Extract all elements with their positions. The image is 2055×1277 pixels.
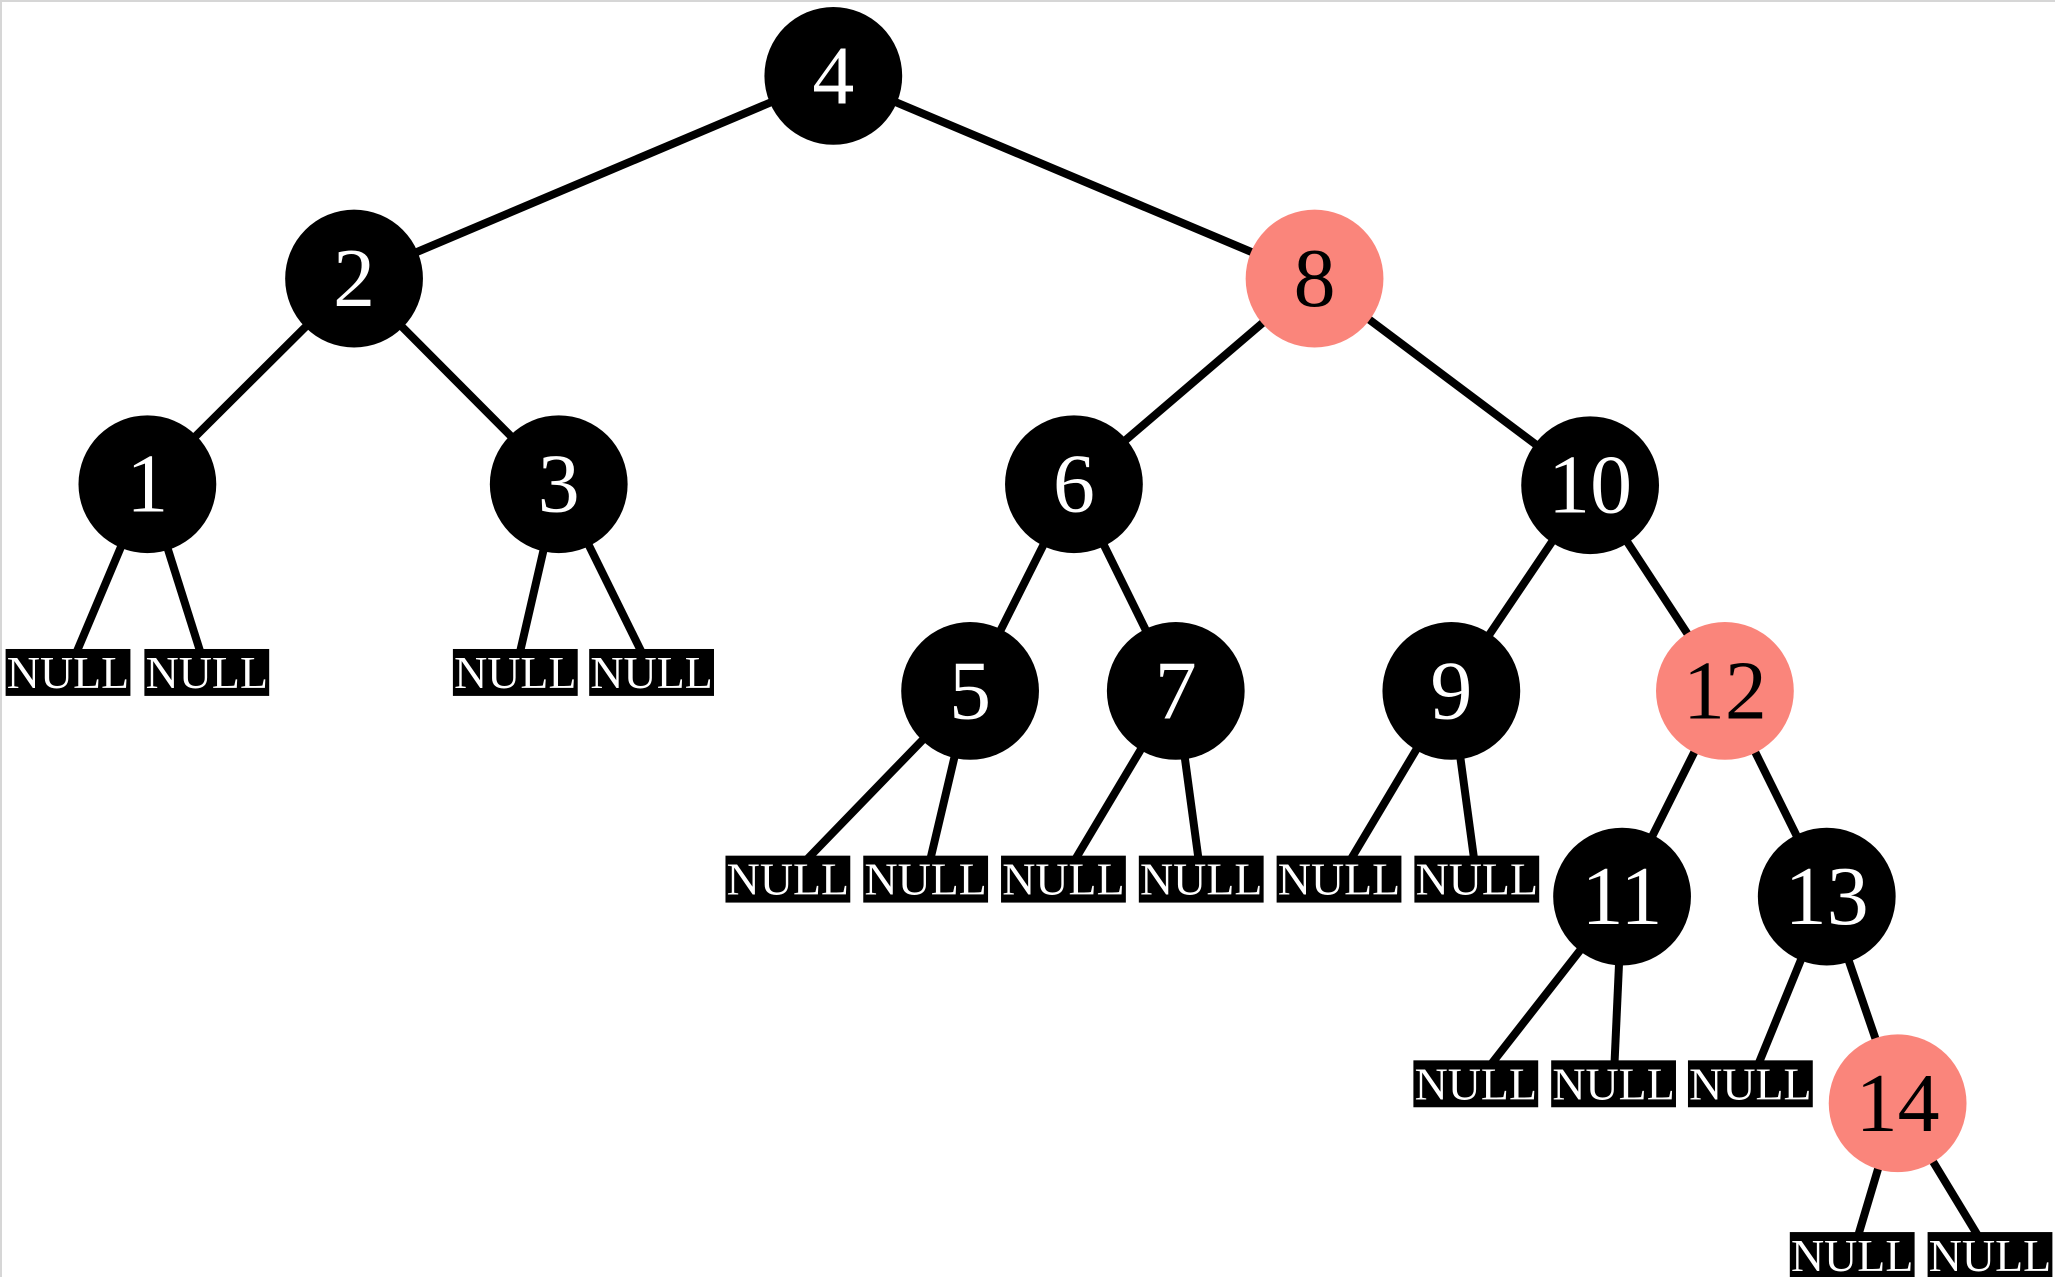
null-leaf-N7: NULL (1001, 854, 1126, 905)
tree-node-9: 9 (1382, 622, 1521, 760)
tree-node-14: 14 (1828, 1034, 1967, 1173)
red-node-circle (1245, 209, 1384, 348)
tree-node-10: 10 (1521, 416, 1660, 555)
tree-node-2: 2 (285, 209, 423, 348)
null-leaf-N10: NULL (1414, 854, 1540, 905)
black-node-circle (1521, 416, 1660, 555)
tree-edge-4-2 (352, 72, 835, 283)
null-leaf-N15: NULL (1927, 1230, 2053, 1277)
null-box (144, 648, 270, 696)
null-leaf-N5: NULL (725, 854, 851, 905)
null-leaf-N13: NULL (1687, 1058, 1813, 1109)
tree-node-4: 4 (764, 6, 903, 145)
black-node-circle (78, 415, 217, 554)
null-leaf-N14: NULL (1789, 1230, 1915, 1277)
tree-node-6: 6 (1005, 415, 1143, 554)
null-leaf-N2: NULL (144, 647, 270, 698)
null-leaf-N9: NULL (1276, 854, 1402, 905)
red-node-circle (1828, 1034, 1967, 1173)
null-leaf-N3: NULL (452, 647, 578, 698)
black-node-circle (764, 6, 903, 145)
null-leaf-N4: NULL (589, 647, 714, 698)
null-box (863, 855, 989, 903)
tree-node-11: 11 (1553, 827, 1691, 966)
null-box (5, 648, 131, 696)
tree-edge-4-8 (831, 72, 1317, 283)
null-box (589, 648, 714, 696)
null-box (1276, 855, 1402, 903)
null-leaf-N1: NULL (5, 647, 131, 698)
tree-node-3: 3 (489, 415, 628, 554)
black-node-circle (1757, 827, 1896, 966)
null-leaf-N8: NULL (1138, 854, 1264, 905)
tree-node-7: 7 (1106, 622, 1245, 760)
null-box (725, 855, 851, 903)
null-box (1413, 1060, 1539, 1108)
black-node-circle (489, 415, 628, 554)
black-node-circle (1553, 827, 1691, 966)
tree-node-12: 12 (1656, 622, 1794, 760)
null-leaf-N11: NULL (1413, 1058, 1539, 1109)
tree-node-1: 1 (78, 415, 217, 554)
black-node-circle (901, 622, 1039, 760)
tree-node-5: 5 (901, 622, 1039, 760)
tree-node-8: 8 (1245, 209, 1384, 348)
black-node-circle (1106, 622, 1245, 760)
black-node-circle (285, 209, 423, 348)
null-box (1551, 1060, 1676, 1108)
null-box (1927, 1232, 2053, 1277)
black-node-circle (1005, 415, 1143, 554)
null-box (1687, 1060, 1813, 1108)
black-node-circle (1382, 622, 1521, 760)
null-leaf-N12: NULL (1551, 1058, 1676, 1109)
null-box (452, 648, 578, 696)
null-box (1138, 855, 1264, 903)
null-box (1001, 855, 1126, 903)
null-leaf-N6: NULL (863, 854, 989, 905)
tree-node-13: 13 (1757, 827, 1896, 966)
red-node-circle (1656, 622, 1794, 760)
null-box (1789, 1232, 1915, 1277)
null-box (1414, 855, 1540, 903)
